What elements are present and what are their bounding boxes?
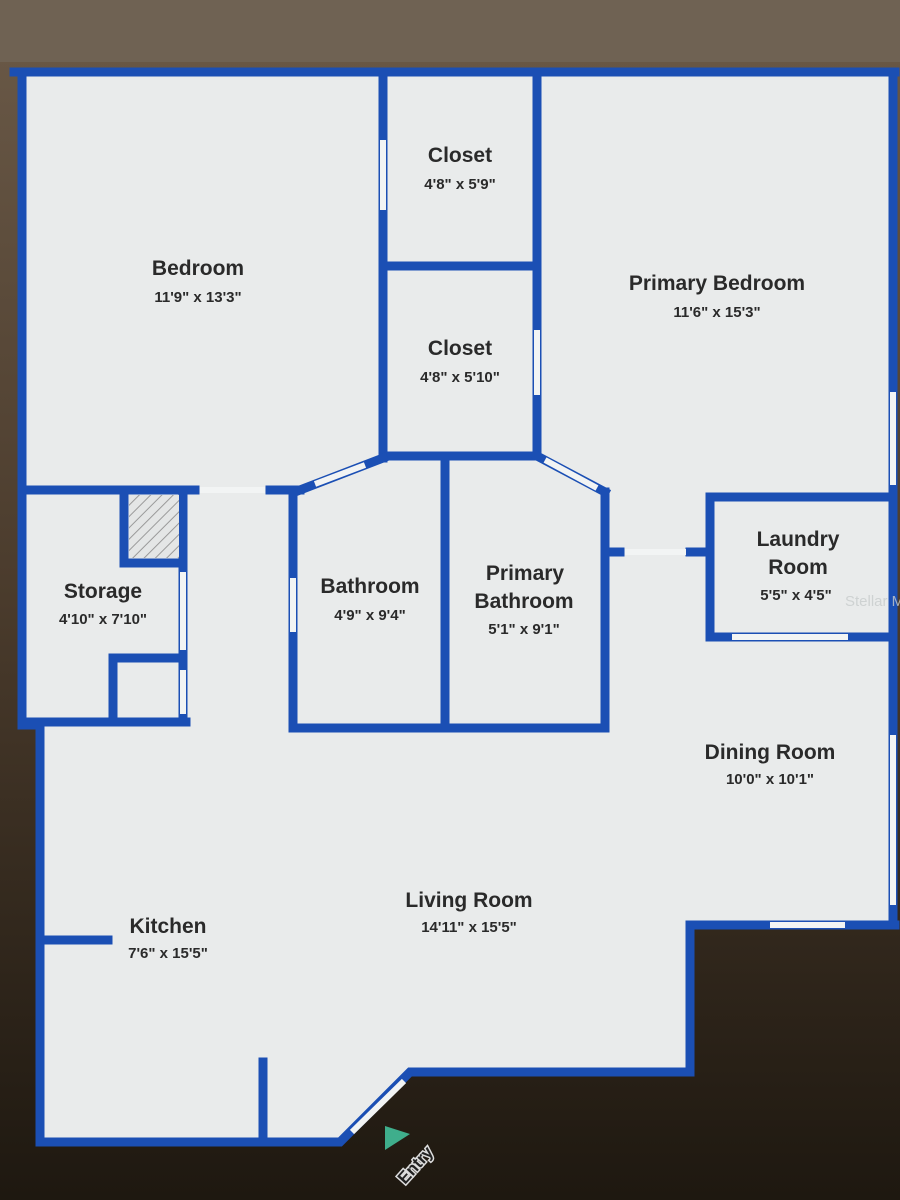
room-name: Primary (486, 562, 565, 585)
room-dimensions: 11'9" x 13'3" (154, 289, 241, 306)
room-dining: Dining Room 10'0" x 10'1" (705, 741, 836, 788)
room-name: Living Room (405, 889, 532, 912)
room-name-line2: Bathroom (474, 590, 573, 613)
room-name: Closet (428, 144, 492, 167)
room-living: Living Room 14'11" x 15'5" (405, 889, 532, 936)
room-name: Closet (428, 337, 492, 360)
room-dimensions: 4'10" x 7'10" (59, 611, 147, 628)
room-name: Laundry (757, 528, 840, 551)
monitor-bezel (0, 0, 900, 62)
room-dimensions: 4'9" x 9'4" (334, 607, 405, 624)
room-primary-bathroom: Primary Bathroom 5'1" x 9'1" (474, 562, 573, 638)
room-dimensions: 7'6" x 15'5" (128, 945, 208, 962)
room-bathroom: Bathroom 4'9" x 9'4" (320, 575, 419, 624)
room-bedroom: Bedroom 11'9" x 13'3" (152, 257, 244, 306)
entry-arrow-icon (385, 1126, 410, 1150)
room-name: Bedroom (152, 257, 244, 280)
room-dimensions: 11'6" x 15'3" (673, 304, 760, 321)
room-name-line2: Room (768, 556, 828, 579)
room-closet-2: Closet 4'8" x 5'10" (420, 337, 500, 386)
room-dimensions: 10'0" x 10'1" (726, 771, 814, 788)
room-closet-1: Closet 4'8" x 5'9" (424, 144, 495, 193)
room-kitchen: Kitchen 7'6" x 15'5" (128, 915, 208, 962)
hatched-fixture (129, 495, 179, 558)
room-name: Bathroom (320, 575, 419, 598)
room-name: Storage (64, 580, 142, 603)
watermark: Stellar MLS (845, 593, 900, 610)
room-name: Kitchen (129, 915, 206, 938)
room-laundry: Laundry Room 5'5" x 4'5" (757, 528, 840, 604)
room-name: Primary Bedroom (629, 272, 805, 295)
room-dimensions: 5'5" x 4'5" (760, 587, 831, 604)
room-storage: Storage 4'10" x 7'10" (59, 580, 147, 628)
door-openings[interactable] (180, 140, 896, 1135)
room-primary-bedroom: Primary Bedroom 11'6" x 15'3" (629, 272, 805, 321)
room-dimensions: 14'11" x 15'5" (421, 919, 517, 936)
room-dimensions: 4'8" x 5'10" (420, 369, 500, 386)
room-name: Dining Room (705, 741, 836, 764)
room-dimensions: 5'1" x 9'1" (488, 621, 559, 638)
floor-area (20, 70, 895, 1140)
room-dimensions: 4'8" x 5'9" (424, 176, 495, 193)
